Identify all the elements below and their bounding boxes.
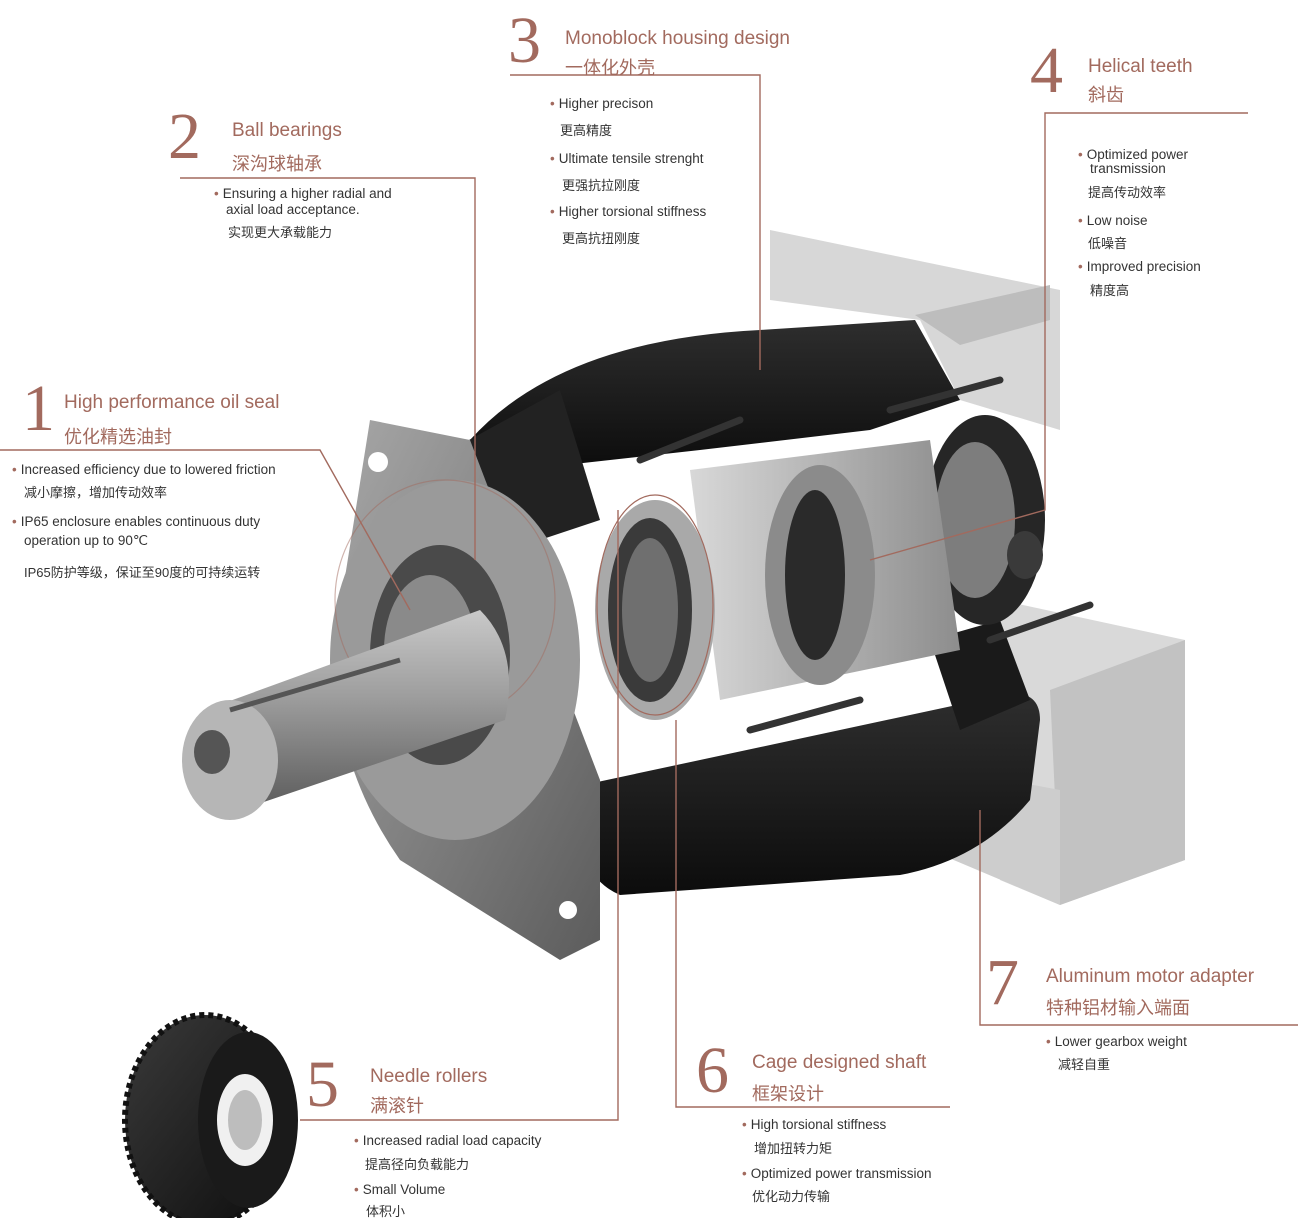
bullet: •Lower gearbox weight	[1046, 1034, 1187, 1049]
callout-number: 5	[306, 1048, 339, 1121]
gear-internals	[595, 376, 1094, 734]
bullet: •IP65 enclosure enables continuous duty	[12, 514, 261, 529]
bullet-zh: 更高抗扭刚度	[562, 231, 641, 246]
bullet: •Optimized power	[1078, 147, 1189, 162]
callout-number: 7	[986, 946, 1019, 1019]
callout-number: 3	[508, 4, 541, 77]
bullet-zh: 体积小	[366, 1204, 406, 1219]
housing	[460, 320, 1045, 895]
callout-title-zh: 框架设计	[752, 1084, 824, 1104]
callout-title: Aluminum motor adapter	[1046, 966, 1255, 987]
bullet-zh: 提高径向负载能力	[365, 1157, 470, 1172]
bullet: •Low noise	[1078, 213, 1148, 228]
bullet-zh: 优化动力传输	[752, 1189, 831, 1204]
callout-title: High performance oil seal	[64, 392, 280, 413]
callout-title: Monoblock housing design	[565, 28, 790, 49]
bullet-zh: IP65防护等级，保证至90度的可持续运转	[24, 565, 261, 580]
callout-title-zh: 满滚针	[370, 1096, 424, 1116]
bullet: •Ultimate tensile strenght	[550, 151, 704, 166]
needle-roller-gear-icon	[122, 1012, 298, 1218]
callout-title: Helical teeth	[1088, 56, 1193, 77]
callout-number: 4	[1030, 34, 1063, 107]
bullet: •Ensuring a higher radial and	[214, 186, 392, 201]
callout-number: 2	[168, 100, 201, 173]
bullet-zh: 低噪音	[1088, 236, 1128, 251]
bullet: •High torsional stiffness	[742, 1117, 887, 1132]
callout-leader-lines	[0, 74, 1298, 1121]
bullet-zh: 减小摩擦，增加传动效率	[24, 485, 168, 500]
bullet: •Small Volume	[354, 1182, 446, 1197]
callout-title: Cage designed shaft	[752, 1052, 927, 1073]
bullet-zh: 更强抗拉刚度	[562, 178, 641, 193]
callout-title-zh: 斜齿	[1088, 85, 1124, 105]
bullet-cont: axial load acceptance.	[226, 202, 360, 217]
callout-title-zh: 深沟球轴承	[232, 154, 322, 174]
callout-title-zh: 优化精选油封	[64, 427, 172, 447]
callout-number: 1	[22, 372, 55, 445]
bullet-zh: 更高精度	[560, 123, 613, 138]
bullet-zh: 精度高	[1090, 283, 1130, 298]
output-shaft	[182, 610, 510, 820]
bullet: •Optimized power transmission	[742, 1166, 932, 1181]
bullet-zh: 实现更大承载能力	[228, 225, 333, 240]
callout-title-zh: 一体化外壳	[565, 58, 655, 78]
bullet-cont: transmission	[1090, 161, 1166, 176]
bullet: •Increased radial load capacity	[354, 1133, 542, 1148]
callout-title: Needle rollers	[370, 1066, 488, 1087]
bullet-cont: operation up to 90℃	[24, 533, 148, 548]
bullet: •Higher precison	[550, 96, 654, 111]
bullet-zh: 提高传动效率	[1088, 185, 1167, 200]
callout-title: Ball bearings	[232, 120, 342, 141]
bullet-zh: 增加扭转力矩	[754, 1141, 833, 1156]
bullet-zh: 减轻自重	[1058, 1057, 1111, 1072]
callout-title-zh: 特种铝材输入端面	[1046, 998, 1190, 1018]
callout-number: 6	[696, 1034, 729, 1107]
bullet: •Higher torsional stiffness	[550, 204, 707, 219]
bullet: •Increased efficiency due to lowered fri…	[12, 462, 276, 477]
bullet: •Improved precision	[1078, 259, 1201, 274]
